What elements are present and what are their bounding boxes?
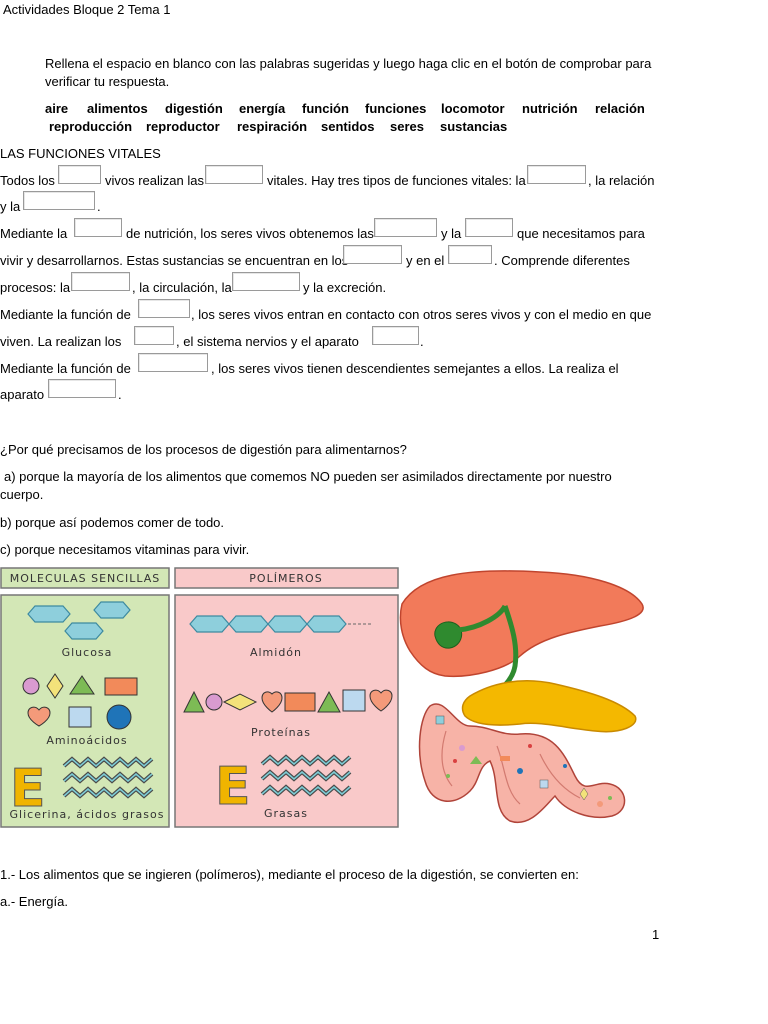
liver bbox=[399, 570, 644, 678]
text: . Comprende diferentes bbox=[494, 253, 630, 268]
grasas-e: E bbox=[215, 757, 251, 817]
glucosa-label: Glucosa bbox=[62, 646, 113, 659]
polymers-header-box bbox=[174, 567, 399, 589]
section-title: LAS FUNCIONES VITALES bbox=[0, 146, 161, 161]
aminoacid-triangle bbox=[69, 675, 95, 695]
instructions-line-2: verificar tu respuesta. bbox=[45, 74, 170, 89]
aminoacid-diamond bbox=[46, 673, 64, 699]
word-option[interactable]: función bbox=[302, 101, 349, 116]
answer-option-a[interactable]: a) porque la mayoría de los alimentos qu… bbox=[4, 469, 612, 484]
word-option[interactable]: alimentos bbox=[87, 101, 148, 116]
blank-input[interactable] bbox=[448, 245, 492, 264]
word-option[interactable]: digestión bbox=[165, 101, 223, 116]
word-option[interactable]: energía bbox=[239, 101, 286, 116]
blank-input[interactable] bbox=[465, 218, 513, 237]
blank-input[interactable] bbox=[74, 218, 122, 237]
aminoacid-square bbox=[68, 706, 92, 728]
answer-option-a-cont[interactable]: cuerpo. bbox=[0, 487, 44, 502]
aminoacid-circle bbox=[22, 677, 40, 695]
text: . bbox=[97, 199, 101, 214]
text: vivir y desarrollarnos. Estas sustancias… bbox=[0, 253, 349, 268]
glucose-molecules bbox=[27, 601, 131, 640]
text: procesos: la bbox=[0, 280, 71, 295]
aminoacid-heart bbox=[27, 706, 51, 727]
word-option[interactable]: seres bbox=[390, 119, 424, 134]
blank-input[interactable] bbox=[343, 245, 402, 264]
question-2-option-a[interactable]: a.- Energía. bbox=[0, 894, 68, 909]
answer-option-c[interactable]: c) porque necesitamos vitaminas para viv… bbox=[0, 542, 250, 557]
text: y en el bbox=[406, 253, 445, 268]
blank-input[interactable] bbox=[23, 191, 95, 210]
polymers-header: POLÍMEROS bbox=[249, 572, 322, 585]
blank-input[interactable] bbox=[48, 379, 116, 398]
text: que necesitamos para bbox=[517, 226, 645, 241]
digestion-figure: MOLECULAS SENCILLAS Glucosa Aminoácidos … bbox=[0, 567, 644, 828]
text: . bbox=[420, 334, 424, 349]
word-option[interactable]: nutrición bbox=[522, 101, 578, 116]
text: y la excreción. bbox=[303, 280, 387, 295]
protein-chain bbox=[183, 689, 393, 713]
almidon-label: Almidón bbox=[250, 646, 302, 659]
word-option[interactable]: aire bbox=[45, 101, 69, 116]
text: Todos los bbox=[0, 173, 55, 188]
question-2-text: 1.- Los alimentos que se ingieren (polím… bbox=[0, 867, 579, 882]
text: , los seres vivos tienen descendientes s… bbox=[211, 361, 619, 376]
text: , la relación bbox=[588, 173, 655, 188]
question-text: ¿Por qué precisamos de los procesos de d… bbox=[0, 442, 407, 457]
answer-option-b[interactable]: b) porque así podemos comer de todo. bbox=[0, 515, 225, 530]
text: viven. La realizan los bbox=[0, 334, 122, 349]
intestine bbox=[418, 703, 626, 824]
text: y la bbox=[441, 226, 462, 241]
word-option[interactable]: locomotor bbox=[441, 101, 505, 116]
page-number: 1 bbox=[652, 927, 660, 942]
text: Mediante la función de bbox=[0, 307, 131, 322]
text: vitales. Hay tres tipos de funciones vit… bbox=[267, 173, 526, 188]
grasas-label: Grasas bbox=[264, 807, 308, 820]
word-option[interactable]: reproductor bbox=[146, 119, 220, 134]
text: , los seres vivos entran en contacto con… bbox=[191, 307, 652, 322]
pancreas bbox=[461, 680, 637, 733]
proteinas-label: Proteínas bbox=[251, 726, 311, 739]
text: y la bbox=[0, 199, 21, 214]
molecules-header-box bbox=[0, 567, 170, 589]
glicerina-e: E bbox=[10, 759, 46, 819]
blank-input[interactable] bbox=[58, 165, 101, 184]
intestine-particles bbox=[435, 715, 612, 807]
gallbladder bbox=[434, 621, 463, 649]
starch-chain bbox=[189, 615, 347, 633]
glicerina-label: Glicerina, ácidos grasos bbox=[10, 808, 165, 821]
text: , la circulación, la bbox=[132, 280, 232, 295]
word-option[interactable]: relación bbox=[595, 101, 645, 116]
blank-input[interactable] bbox=[138, 299, 190, 318]
blank-input[interactable] bbox=[138, 353, 208, 372]
word-option[interactable]: sustancias bbox=[440, 119, 508, 134]
blank-input[interactable] bbox=[134, 326, 174, 345]
text: . bbox=[118, 387, 122, 402]
word-option[interactable]: sentidos bbox=[321, 119, 375, 134]
blank-input[interactable] bbox=[232, 272, 300, 291]
text: de nutrición, los seres vivos obtenemos … bbox=[126, 226, 374, 241]
aminoacid-rect bbox=[104, 677, 138, 696]
text: Mediante la bbox=[0, 226, 68, 241]
word-option[interactable]: respiración bbox=[237, 119, 308, 134]
blank-input[interactable] bbox=[374, 218, 437, 237]
instructions-line-1: Rellena el espacio en blanco con las pal… bbox=[45, 56, 652, 71]
aminoacid-ball bbox=[106, 704, 132, 730]
word-option[interactable]: reproducción bbox=[49, 119, 133, 134]
text: aparato bbox=[0, 387, 45, 402]
molecules-header: MOLECULAS SENCILLAS bbox=[10, 572, 160, 585]
text: , el sistema nervios y el aparato bbox=[176, 334, 359, 349]
aminoacidos-label: Aminoácidos bbox=[46, 734, 127, 747]
word-option[interactable]: funciones bbox=[365, 101, 427, 116]
blank-input[interactable] bbox=[205, 165, 263, 184]
blank-input[interactable] bbox=[71, 272, 130, 291]
blank-input[interactable] bbox=[372, 326, 419, 345]
blank-input[interactable] bbox=[527, 165, 586, 184]
text: Mediante la función de bbox=[0, 361, 131, 376]
page-title: Actividades Bloque 2 Tema 1 bbox=[3, 2, 171, 17]
text: vivos realizan las bbox=[105, 173, 204, 188]
